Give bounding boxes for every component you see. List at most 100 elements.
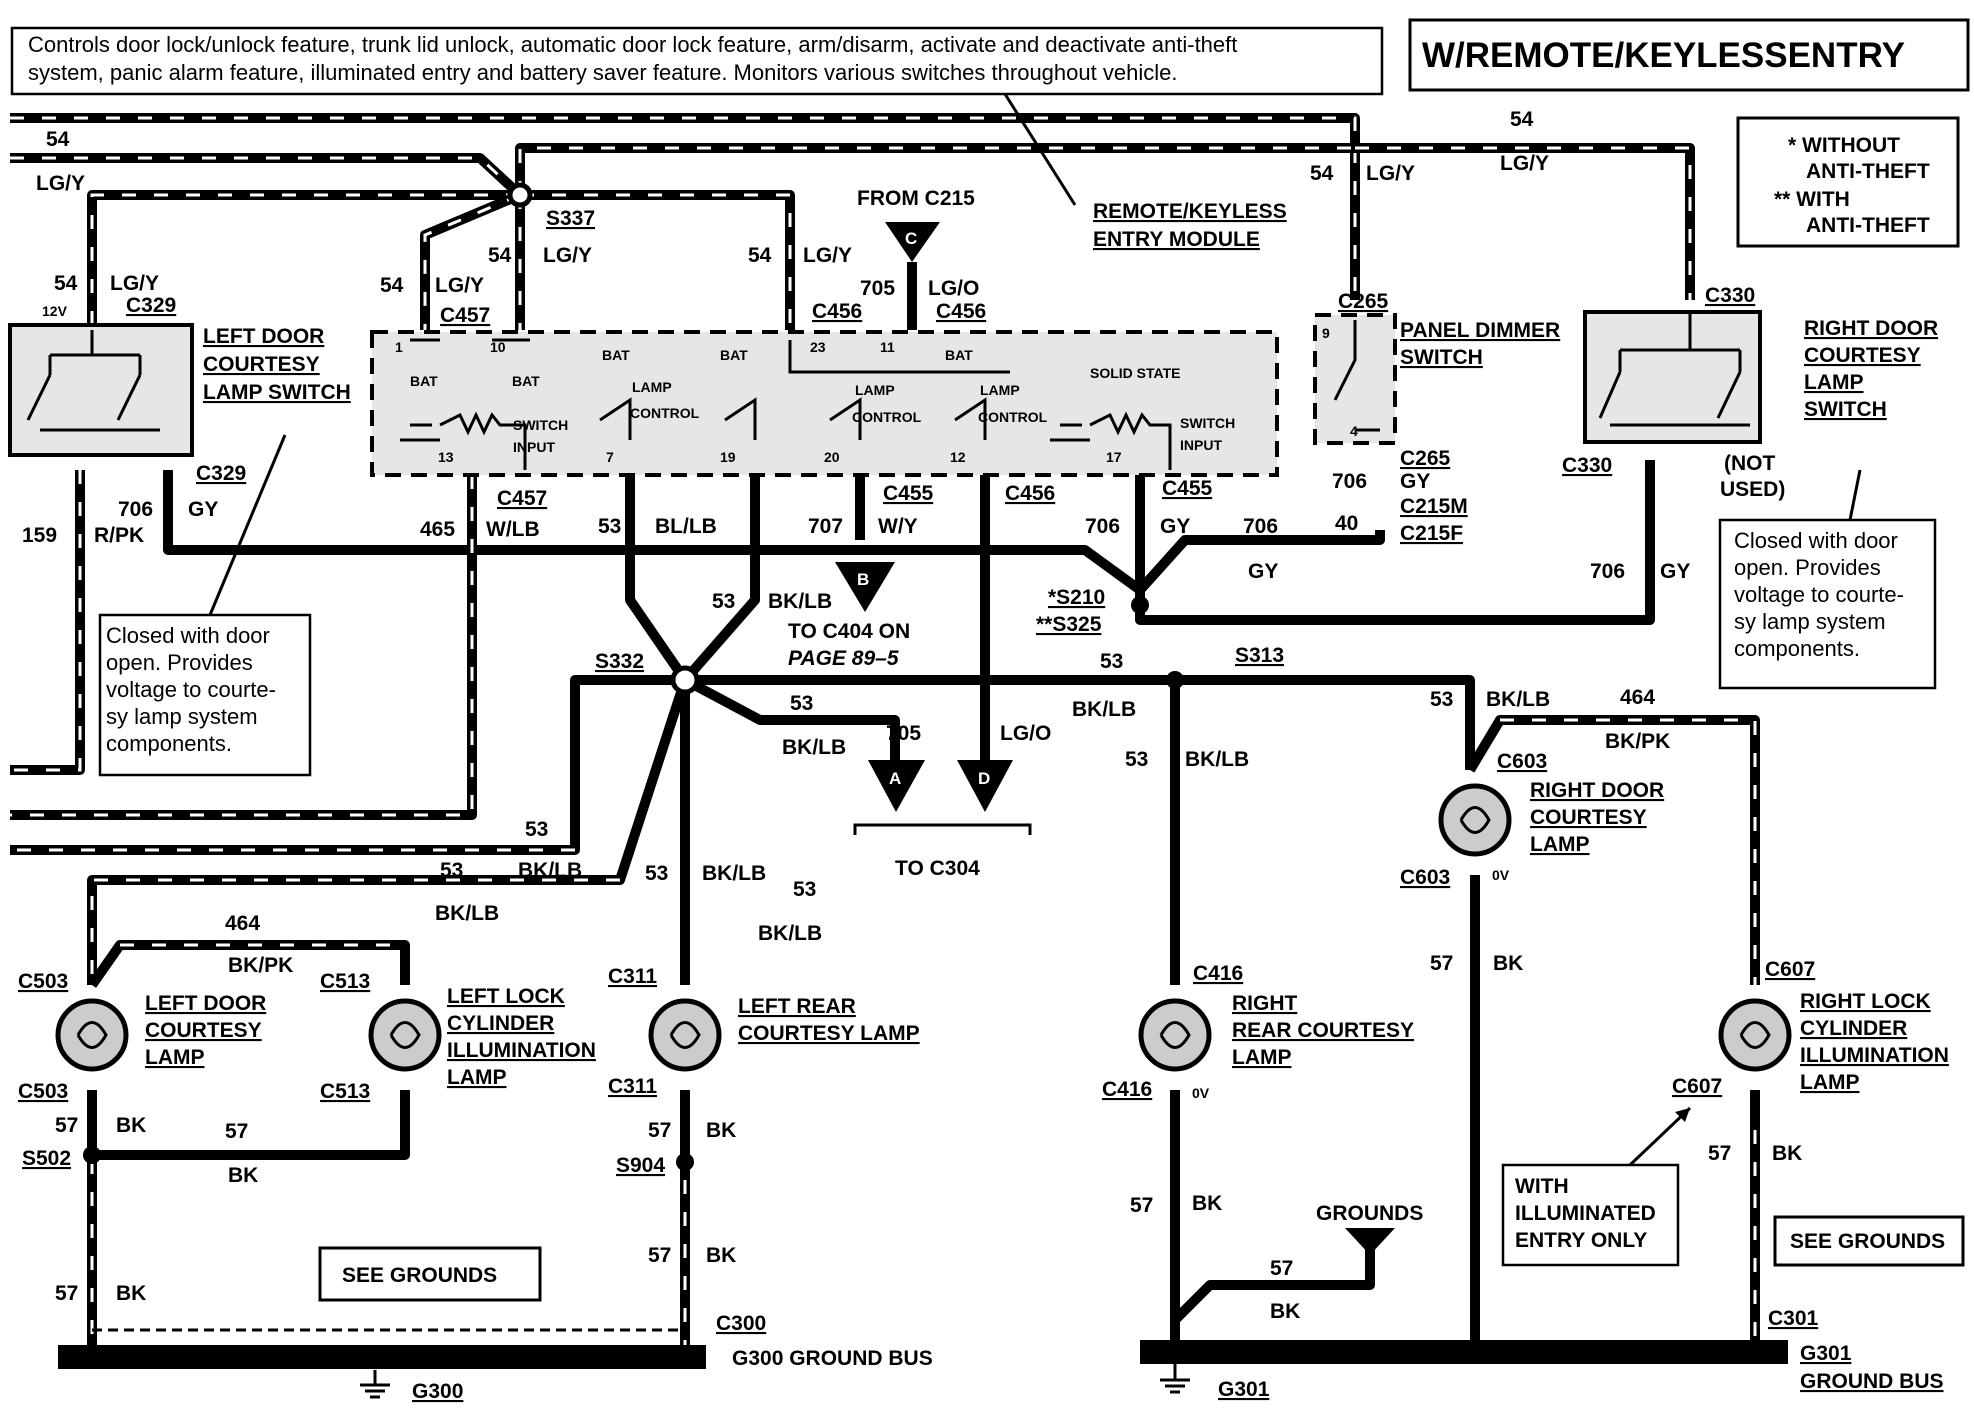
diagram-label: C330 [1705, 284, 1755, 307]
diagram-label: 57 [648, 1244, 671, 1267]
diagram-label: BK [1192, 1192, 1222, 1215]
diagram-label: LEFT REAR [738, 995, 856, 1018]
diagram-label: 53 [598, 515, 621, 538]
left-door-courtesy-lamp [55, 998, 129, 1072]
diagram-label: TO C304 [895, 857, 980, 880]
diagram-label: 705 [860, 277, 895, 300]
diagram-label: C456 [1005, 482, 1055, 505]
diagram-label: C330 [1562, 454, 1612, 477]
diagram-label: *S210 [1048, 586, 1105, 609]
diagram-label: 53 [525, 818, 548, 841]
diagram-label: 1 [395, 339, 403, 355]
diagram-label: GY [1400, 470, 1430, 493]
diagram-label: C329 [196, 462, 246, 485]
diagram-label: LG/Y [543, 244, 592, 267]
diagram-label: LAMP [447, 1066, 507, 1089]
left-door-switch-label-1: LEFT DOOR [203, 325, 324, 348]
diagram-label: LG/Y [1366, 162, 1415, 185]
diagram-label: C301 [1768, 1307, 1819, 1330]
left-door-courtesy-lamp-switch [8, 323, 194, 457]
diagram-label: CYLINDER [1800, 1017, 1907, 1040]
diagram-label: W/LB [486, 518, 540, 541]
diagram-label: SOLID STATE [1090, 365, 1180, 381]
diagram-label: 57 [1708, 1142, 1731, 1165]
diagram-label: 53 [440, 859, 463, 882]
diagram-label: 707 [808, 515, 843, 538]
diagram-label: LAMP SWITCH [203, 381, 351, 404]
diagram-label: BL/LB [655, 515, 717, 538]
diagram-label: 12V [42, 303, 68, 319]
diagram-label: BK/LB [782, 736, 846, 759]
wire-bkpk-464 [87, 715, 1760, 988]
diagram-label: voltage to courte- [1734, 582, 1904, 607]
diagram-label: 57 [1130, 1194, 1153, 1217]
diagram-label: Closed with door [1734, 528, 1898, 553]
left-lock-cylinder-illumination-lamp [368, 998, 442, 1072]
diagram-label: CYLINDER [447, 1012, 554, 1035]
diagram-label: USED) [1720, 478, 1785, 501]
wire-lgy-54 [10, 113, 1695, 330]
diagram-label: BK [1270, 1300, 1300, 1323]
diagram-label: BK/LB [702, 862, 766, 885]
diagram-label: C416 [1193, 962, 1243, 985]
diagram-label: 57 [1270, 1257, 1293, 1280]
diagram-label: BAT [602, 347, 630, 363]
diagram-label: G300 [412, 1380, 463, 1403]
diagram-label: ILLUMINATED [1515, 1202, 1656, 1225]
panel-dimmer-switch [1313, 313, 1397, 445]
diagram-label: C265 [1400, 447, 1451, 470]
diagram-label: 706 [1243, 515, 1278, 538]
diagram-label: C457 [440, 304, 490, 327]
diagram-label: open. Provides [1734, 555, 1881, 580]
diagram-label: COURTESY LAMP [738, 1022, 920, 1045]
left-rear-courtesy-lamp [648, 998, 722, 1072]
diagram-label: C [905, 229, 917, 248]
legend-with: ** WITH [1774, 188, 1850, 211]
diagram-label: COURTESY [203, 353, 320, 376]
diagram-label: 705 [886, 722, 921, 745]
diagram-label: LAMP [1530, 833, 1590, 856]
diagram-label: ILLUMINATION [1800, 1044, 1949, 1067]
diagram-label: 53 [1125, 748, 1148, 771]
right-door-courtesy-lamp-switch [1583, 310, 1762, 444]
diagram-label: S904 [616, 1154, 665, 1177]
diagram-label: C603 [1400, 866, 1450, 889]
module-label-1: REMOTE/KEYLESS [1093, 200, 1287, 223]
diagram-label: LAMP [1232, 1046, 1292, 1069]
diagram-label: S313 [1235, 644, 1284, 667]
diagram-label: G300 GROUND BUS [732, 1347, 933, 1370]
diagram-label: C513 [320, 970, 370, 993]
diagram-label: BAT [720, 347, 748, 363]
diagram-label: 54 [46, 128, 70, 151]
arrow-c: C [885, 222, 940, 262]
remote-keyless-entry-module: BAT BAT BAT BAT BAT LAMP CONTROL LAMP CO… [370, 330, 1279, 477]
diagram-label: LEFT DOOR [145, 992, 266, 1015]
diagram-label: 706 [1332, 470, 1367, 493]
diagram-label: G301 [1800, 1342, 1852, 1365]
diagram-label: 23 [810, 339, 826, 355]
diagram-label: sy lamp system [1734, 609, 1886, 634]
diagram-label: LG/Y [803, 244, 852, 267]
diagram-label: SWITCH [1180, 415, 1235, 431]
diagram-label: ILLUMINATION [447, 1039, 596, 1062]
module-leader [1003, 93, 1077, 206]
diagram-label: BK [1772, 1142, 1802, 1165]
page-title: W/REMOTE/KEYLESSENTRY [1422, 36, 1905, 75]
diagram-label: C416 [1102, 1078, 1152, 1101]
diagram-label: LAMP [1800, 1071, 1860, 1094]
diagram-label: 53 [712, 590, 735, 613]
diagram-label: open. Provides [106, 650, 253, 675]
diagram-label: C503 [18, 970, 68, 993]
diagram-label: GROUNDS [1316, 1202, 1423, 1225]
splices [83, 182, 1184, 1171]
diagram-label: 57 [648, 1119, 671, 1142]
wire-bklb-53 [10, 475, 1475, 985]
diagram-label: C215F [1400, 522, 1463, 545]
diagram-label: LAMP [632, 379, 672, 395]
diagram-label: W/Y [878, 515, 918, 538]
diagram-label: BK/LB [758, 922, 822, 945]
diagram-label: BK [706, 1244, 736, 1267]
diagram-label: 53 [645, 862, 668, 885]
diagram-label: C300 [716, 1312, 766, 1335]
